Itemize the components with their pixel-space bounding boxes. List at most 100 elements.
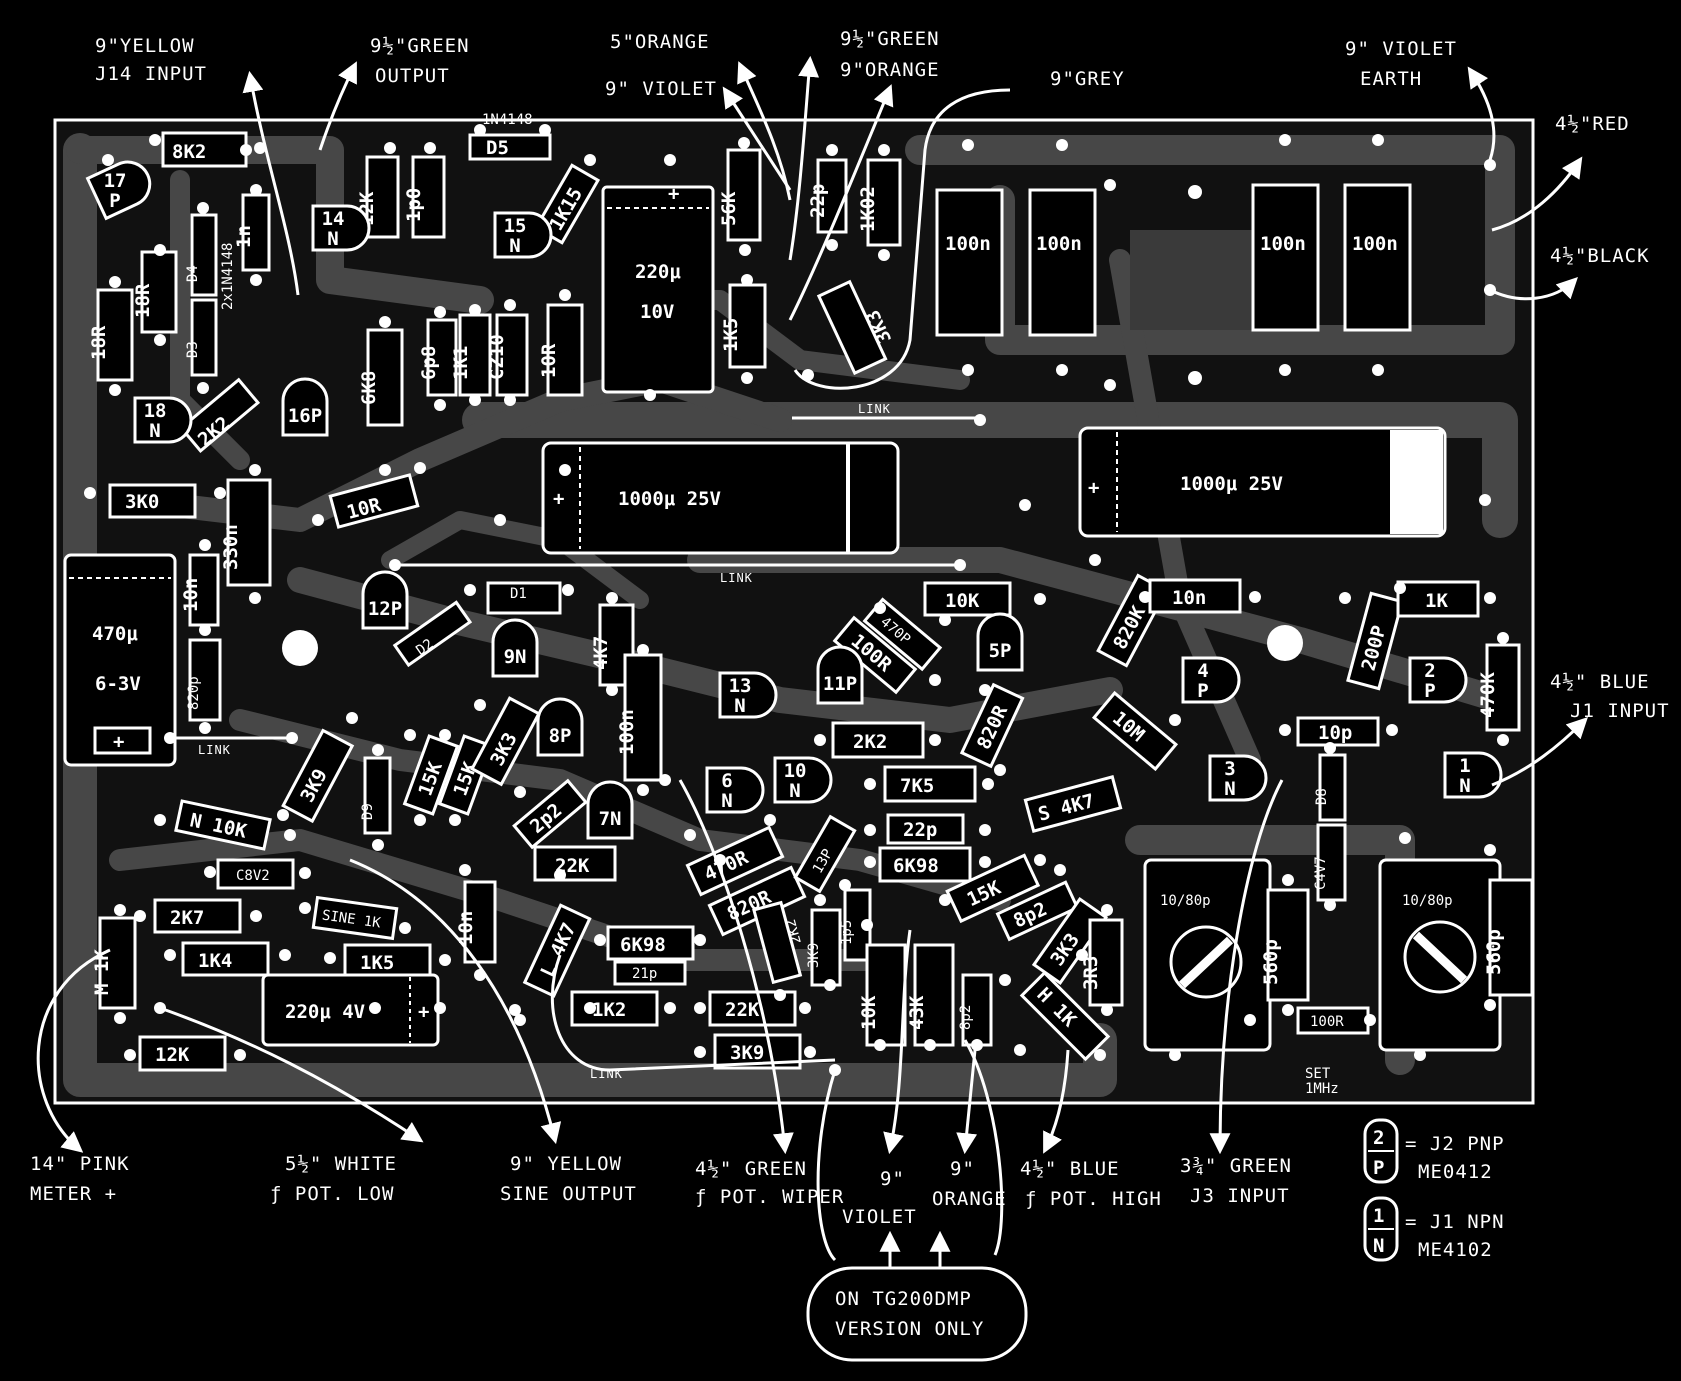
solder-pad (199, 624, 211, 636)
solder-pad (197, 202, 209, 214)
solder-pad (384, 142, 396, 154)
part-6k98-b: 6K98 (620, 934, 666, 956)
solder-pad (1056, 364, 1068, 376)
solder-pad (999, 974, 1011, 986)
part-10k-b: 10K (858, 995, 880, 1030)
solder-pad (494, 514, 506, 526)
part-18r-a: 18R (132, 283, 154, 318)
part-1k1: 1K1 (450, 346, 472, 380)
solder-pad (939, 614, 951, 626)
solder-pad (878, 249, 890, 261)
label-yellow-j14-sub: J14 INPUT (95, 63, 207, 85)
part-4k7: 4K7 (590, 636, 612, 670)
solder-pad (389, 559, 401, 571)
part-10p: 10p (1318, 722, 1352, 744)
solder-pad (1484, 159, 1496, 171)
solder-pad (874, 602, 886, 614)
solder-pad (154, 814, 166, 826)
solder-pad (1497, 632, 1509, 644)
solder-pad (1249, 591, 1261, 603)
label-green-output: 9½"GREEN (370, 35, 470, 57)
solder-pad (562, 584, 574, 596)
solder-pad (1324, 742, 1336, 754)
legend-npn-text: = J1 NPN (1405, 1211, 1505, 1233)
solder-pad (286, 732, 298, 744)
legend-pnp-top: 2 (1373, 1127, 1384, 1149)
solder-pad (439, 954, 451, 966)
solder-pad (994, 764, 1006, 776)
solder-pad (1279, 134, 1291, 146)
solder-pad (664, 1002, 676, 1014)
solder-pad (1279, 724, 1291, 736)
part-470u-voltage: 6-3V (95, 673, 141, 695)
solder-pad (124, 1049, 136, 1061)
solder-pad (814, 894, 826, 906)
part-d3: D3 (185, 341, 201, 358)
part-12k-b: 12K (155, 1044, 190, 1066)
solder-pad (234, 1049, 246, 1061)
solder-pad (424, 142, 436, 154)
solder-pad (1104, 379, 1116, 391)
wire-labels: 9"YELLOW J14 INPUT 9½"GREEN OUTPUT 5"ORA… (30, 28, 1669, 1228)
part-100r-b: 100R (1310, 1014, 1344, 1030)
solder-pad (1094, 1049, 1106, 1061)
solder-pad (459, 864, 471, 876)
solder-pad (694, 934, 706, 946)
solder-pad (1101, 904, 1113, 916)
tg200dmp-note: ON TG200DMP VERSION ONLY (806, 1266, 1028, 1362)
solder-pad (659, 774, 671, 786)
solder-pad (1414, 1049, 1426, 1061)
solder-pad (284, 829, 296, 841)
solder-pad (594, 934, 606, 946)
solder-pad (864, 824, 876, 836)
solder-pad (114, 904, 126, 916)
solder-pad (764, 814, 776, 826)
solder-pad (469, 304, 481, 316)
transistor-q8: 8P (536, 697, 584, 757)
solder-pad (1034, 593, 1046, 605)
solder-pad (774, 989, 786, 1001)
transistor-label: 11P (823, 673, 857, 695)
label-yellow-j14: 9"YELLOW (95, 35, 195, 57)
solder-pad (434, 1002, 446, 1014)
solder-pad (864, 778, 876, 790)
solder-pad (802, 369, 814, 381)
part-100n-4: 100n (1352, 233, 1398, 255)
solder-pad (474, 699, 486, 711)
part-22p: 22p (807, 184, 829, 218)
part-560p-a: 560p (1260, 939, 1282, 985)
legend-npn-top: 1 (1373, 1205, 1384, 1227)
solder-pad (149, 134, 161, 146)
legend-npn-bottom: N (1373, 1235, 1384, 1257)
part-1k5-b: 1K5 (360, 952, 394, 974)
part-470u: 470μ (92, 623, 138, 645)
solder-pad (399, 922, 411, 934)
transistor-q11: 11P (816, 645, 864, 705)
solder-pad (954, 559, 966, 571)
part-d5-type: 1N4148 (482, 112, 533, 128)
solder-pad (1244, 1014, 1256, 1026)
solder-pad (312, 514, 324, 526)
label-orange-9: 9"ORANGE (840, 59, 940, 81)
solder-pad (404, 729, 416, 741)
solder-pad (644, 389, 656, 401)
solder-pad (372, 839, 384, 851)
part-1k02: 1K02 (857, 186, 879, 232)
solder-pad (346, 712, 358, 724)
solder-pad (154, 334, 166, 346)
solder-pad (1169, 1049, 1181, 1061)
solder-pad (279, 949, 291, 961)
part-220u-voltage: 10V (640, 301, 674, 323)
solder-pad (449, 814, 461, 826)
